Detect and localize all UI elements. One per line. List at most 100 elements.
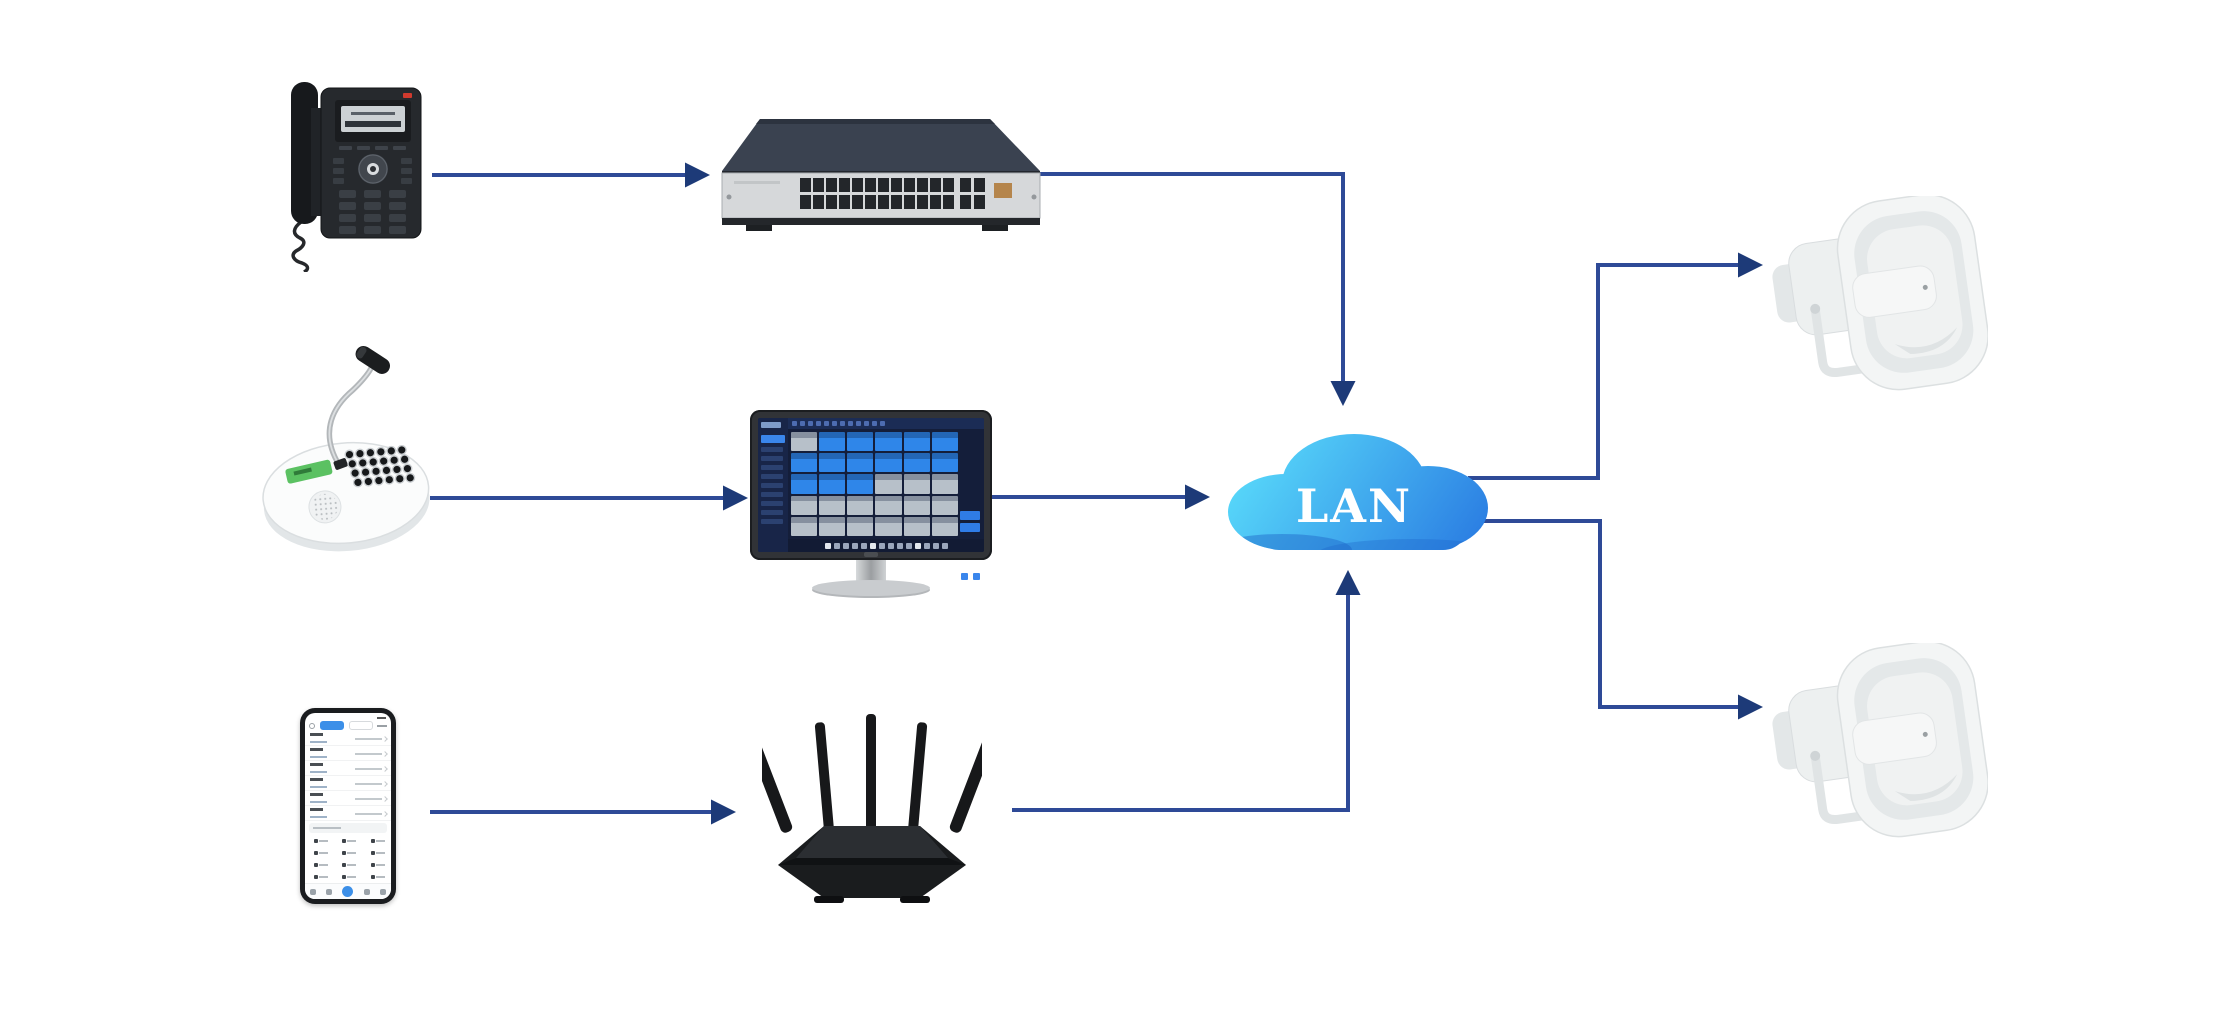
toolbar-icon bbox=[864, 421, 869, 426]
speaker-bracket bbox=[1810, 304, 1911, 378]
mic-key bbox=[347, 458, 358, 469]
switch-port bbox=[800, 195, 811, 209]
speaker-bracket bbox=[1810, 751, 1911, 825]
toolbar-icon bbox=[792, 421, 797, 426]
switch-port bbox=[865, 178, 876, 192]
toolbar-icon bbox=[808, 421, 813, 426]
phone-key bbox=[364, 214, 381, 222]
paging-microphone-icon bbox=[262, 345, 430, 552]
dialpad-key bbox=[362, 835, 391, 847]
phone-keypad bbox=[339, 190, 406, 234]
tab-inactive bbox=[349, 721, 373, 730]
mic-key bbox=[384, 474, 395, 485]
call-row bbox=[305, 806, 391, 821]
call-row bbox=[305, 791, 391, 806]
horn-speaker-icon bbox=[1772, 643, 1988, 838]
dialpad-key bbox=[334, 847, 363, 859]
search-icon bbox=[309, 722, 315, 729]
mic-key bbox=[371, 466, 382, 477]
ip-phone-icon bbox=[291, 82, 422, 272]
mic-key bbox=[360, 467, 371, 478]
bottom-icon bbox=[824, 542, 831, 549]
monitor-bottom-icons bbox=[788, 539, 984, 552]
wifi-router-node bbox=[762, 708, 982, 908]
toolbar-icon bbox=[800, 421, 805, 426]
phone-display bbox=[341, 106, 405, 132]
router-antenna bbox=[949, 723, 982, 833]
mic-key bbox=[363, 476, 374, 487]
monitor-sidebar-item bbox=[761, 519, 783, 524]
mic-key bbox=[368, 457, 379, 468]
switch-port bbox=[917, 195, 928, 209]
router-antenna bbox=[866, 714, 876, 830]
tab-active bbox=[320, 721, 344, 730]
call-row bbox=[305, 746, 391, 761]
phone-key bbox=[339, 190, 356, 198]
monitor-tile bbox=[847, 432, 874, 452]
switch-port bbox=[930, 195, 941, 209]
phone-key bbox=[389, 226, 406, 234]
dialpad-key bbox=[305, 871, 334, 883]
monitor-tile bbox=[791, 474, 818, 494]
monitor-tile bbox=[931, 495, 959, 515]
dialpad-key bbox=[362, 859, 391, 871]
monitor-sidebar-item bbox=[761, 435, 785, 443]
nav-icon bbox=[342, 886, 354, 897]
mic-key bbox=[352, 477, 363, 488]
toolbar-icon bbox=[880, 421, 885, 426]
phone-key bbox=[339, 202, 356, 210]
mic-key bbox=[378, 456, 389, 467]
monitor-grid bbox=[788, 429, 984, 539]
bottom-icon bbox=[851, 542, 858, 549]
monitor-tile bbox=[791, 432, 818, 452]
switch-port bbox=[943, 195, 954, 209]
ip-phone-node bbox=[285, 72, 430, 272]
nav-icon bbox=[326, 888, 333, 895]
smartphone-screen bbox=[305, 713, 391, 899]
monitor-sidebar-items bbox=[758, 418, 788, 552]
mic-key bbox=[405, 472, 416, 483]
connector-switch-to-lan bbox=[1038, 172, 1356, 407]
monitor-sidebar-item bbox=[761, 474, 783, 479]
mic-keypad bbox=[344, 444, 416, 488]
monitor-tile bbox=[903, 453, 931, 473]
switch-port bbox=[917, 178, 928, 192]
mic-key bbox=[350, 468, 361, 479]
monitor-tile bbox=[931, 516, 959, 536]
horn-speaker-icon bbox=[1772, 196, 1988, 391]
monitor-sidebar-item bbox=[761, 510, 783, 515]
switch-port bbox=[826, 195, 837, 209]
mic-key bbox=[394, 473, 405, 484]
phone-tabs bbox=[305, 720, 391, 731]
monitor-tile bbox=[791, 453, 818, 473]
monitor-sidebar-item bbox=[761, 456, 783, 461]
mic-key bbox=[399, 454, 410, 465]
smartphone-node bbox=[300, 708, 396, 904]
menu-icon bbox=[377, 724, 387, 727]
horn-speaker-bottom-node bbox=[1768, 643, 1988, 848]
monitor-sidebar-item bbox=[761, 483, 783, 488]
paging-microphone-node bbox=[258, 345, 433, 555]
phone-key bbox=[389, 214, 406, 222]
dispatch-monitor-node bbox=[750, 410, 992, 610]
switch-port bbox=[852, 178, 863, 192]
switch-port bbox=[930, 178, 941, 192]
bottom-icon bbox=[860, 542, 867, 549]
dialpad-key bbox=[334, 859, 363, 871]
toolbar-icon bbox=[832, 421, 837, 426]
switch-port bbox=[813, 195, 824, 209]
mic-key bbox=[373, 475, 384, 486]
phone-key bbox=[389, 190, 406, 198]
monitor-tile bbox=[791, 495, 818, 515]
monitor-bezel bbox=[750, 410, 992, 580]
monitor-sidebar-item bbox=[761, 465, 783, 470]
dialpad-key bbox=[305, 835, 334, 847]
monitor-leds bbox=[961, 573, 980, 580]
phone-status-bar bbox=[305, 713, 391, 720]
switch-port bbox=[826, 178, 837, 192]
phone-search-field bbox=[309, 823, 387, 833]
call-row bbox=[305, 776, 391, 791]
switch-port bbox=[943, 178, 954, 192]
router-antenna bbox=[814, 722, 834, 831]
